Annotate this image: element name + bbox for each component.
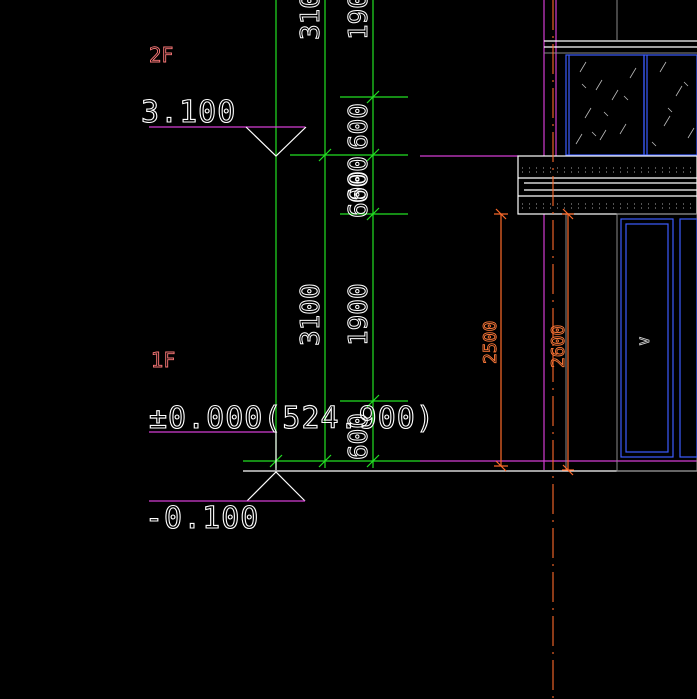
dim-outer-lower: 3100 [296,283,326,346]
level-below-text: -0.100 [145,501,259,536]
dim-inner-600-b: 600 [344,156,374,203]
floor-label-2f: 2F [149,43,173,67]
dim-wall-height: 2600 [548,325,569,368]
upper-window-panels [565,54,697,156]
level-upper-text: 3.100 [141,95,236,130]
level-ground-text: ±0.000(524.900) [149,401,435,436]
dim-inner-600-c: 600 [344,171,374,218]
dim-inner-1900-upper: 1900 [344,0,374,40]
floor-slab [517,155,697,215]
dim-outer-upper: 3100 [296,0,326,40]
building-elevation [543,0,697,470]
ground-line [243,460,697,472]
floor-label-1f: 1F [151,348,175,372]
dim-inner-600-a: 600 [344,103,374,150]
dim-opening-height: 2500 [480,321,501,364]
level-marker-upper [149,126,518,157]
level-marker-ground [149,431,306,502]
opening-dimensions [494,208,574,476]
dim-inner-600-d: 600 [344,413,374,460]
dimension-chains [243,0,420,468]
dim-inner-1900-lower: 1900 [344,283,374,346]
door-swing-mark: ∨ [634,335,653,347]
ground-door-frame [616,213,697,472]
